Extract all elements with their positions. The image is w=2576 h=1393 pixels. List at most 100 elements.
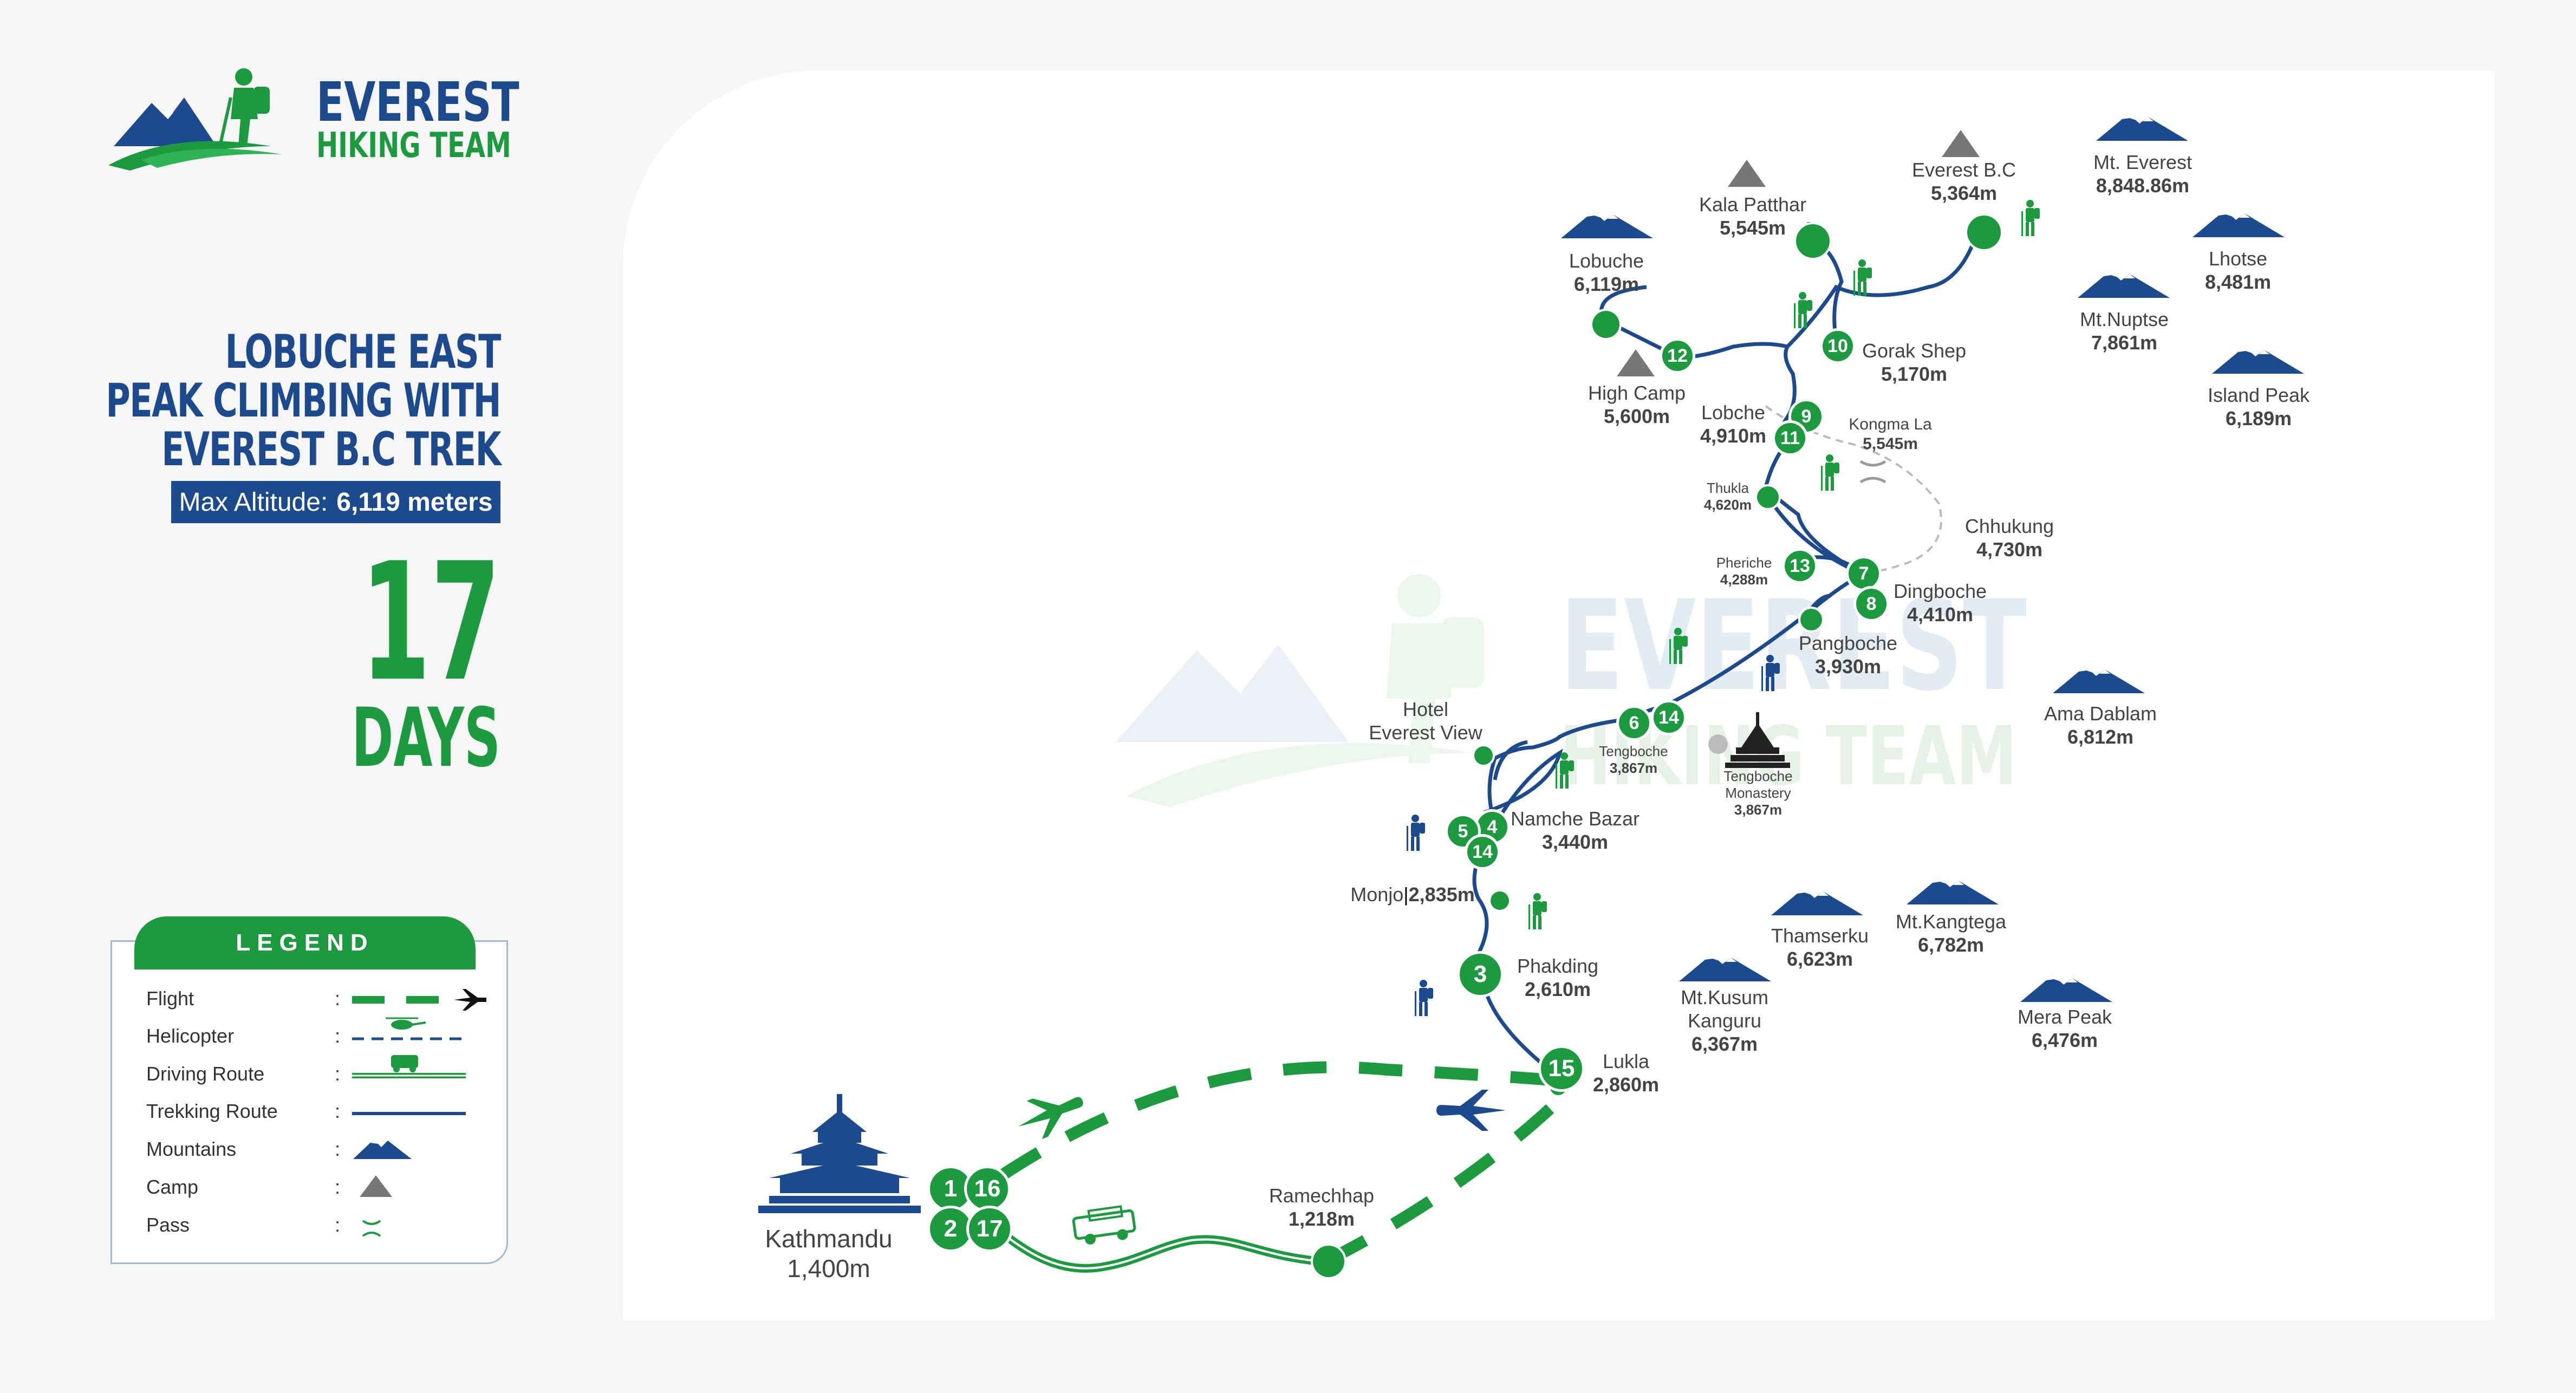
label-mt-everest: Mt. Everest 8,848.86m <box>2093 151 2193 197</box>
label-lobuche: Lobuche 6,119m <box>1569 250 1644 296</box>
label-tengboche: Tengboche 3,867m <box>1599 743 1668 777</box>
mountain-icon-amadablam <box>2053 666 2145 693</box>
legend-label-camp: Camp <box>146 1176 199 1198</box>
stop-dot-everestbc <box>1965 213 2003 251</box>
label-thamserku: Thamserku 6,623m <box>1771 925 1869 971</box>
stop-dot-kalapatthar <box>1794 222 1832 260</box>
jeep-icon <box>1072 1205 1136 1245</box>
label-mera-peak: Mera Peak 6,476m <box>2017 1006 2112 1052</box>
legend-label-trekking: Trekking Route <box>146 1100 278 1122</box>
legend-label-pass: Pass <box>146 1214 190 1236</box>
legend-camp-icon <box>360 1175 392 1197</box>
label-chhukung: Chhukung 4,730m <box>1964 515 2054 561</box>
brand-name-line1: EVEREST <box>316 70 519 134</box>
trip-title: LOBUCHE EAST PEAK CLIMBING WITH EVEREST … <box>0 0 502 487</box>
trip-title-line-3: EVEREST B.C TREK <box>161 422 501 477</box>
day-marker: 14 <box>1651 700 1687 735</box>
label-ramechhap: Ramechhap 1,218m <box>1269 1184 1375 1231</box>
label-island-peak: Island Peak 6,189m <box>2207 384 2310 430</box>
watermark-hiker-icon <box>1116 574 1484 807</box>
day-marker: 12 <box>1660 338 1695 374</box>
trip-title-line-1: LOBUCHE EAST <box>225 325 502 379</box>
camp-icon-highcamp <box>1617 349 1655 376</box>
trip-days-number: 17 <box>360 528 500 717</box>
mountain-icon-kusumkanguru <box>1679 954 1771 981</box>
label-lhotse: Lhotse 8,481m <box>2204 248 2272 294</box>
stop-dot-monjo <box>1488 889 1511 912</box>
legend-colon: : <box>335 1100 341 1122</box>
day-marker: 13 <box>1782 548 1818 584</box>
monastery-stupa-icon <box>1725 712 1790 768</box>
hiker-mountain-logo-icon <box>108 68 282 171</box>
legend-box <box>110 940 508 1264</box>
label-hotel-everest-view: Hotel Everest View <box>1369 698 1482 744</box>
legend-helicopter-symbol <box>352 1017 466 1040</box>
label-namche: Namche Bazar 3,440m <box>1510 808 1640 854</box>
stop-dot-ramechhap <box>1311 1244 1346 1279</box>
label-tengboche-monastery: Tengboche Monastery 3,867m <box>1723 768 1793 818</box>
label-ama-dablam: Ama Dablam 6,812m <box>2044 702 2157 748</box>
legend-colon: : <box>335 1138 341 1160</box>
watermark-line1: EVEREST <box>1560 574 2027 719</box>
legend-colon: : <box>335 1025 341 1047</box>
day-marker: 5 <box>1445 813 1481 849</box>
trekking-route-hotel-loop <box>1482 740 1563 846</box>
label-dingboche: Dingboche 4,410m <box>1893 580 1987 626</box>
kathmandu-temple-icon <box>758 1094 921 1213</box>
legend-colon: : <box>335 1176 341 1198</box>
legend-driving-symbol <box>352 1055 466 1078</box>
stop-dot-hotel <box>1472 744 1495 767</box>
day-marker: 11 <box>1772 420 1808 456</box>
max-altitude-badge: Max Altitude: 6,119 meters <box>171 481 500 523</box>
day-marker: 10 <box>1820 328 1856 364</box>
label-pheriche: Pheriche 4,288m <box>1716 555 1772 588</box>
legend-flight-symbol <box>352 989 486 1011</box>
stop-dot-pangboche <box>1798 607 1824 633</box>
label-kala-patthar: Kala Patthar 5,545m <box>1699 193 1807 239</box>
legend-mountain-icon <box>353 1140 412 1159</box>
legend-label-flight: Flight <box>146 987 194 1010</box>
day-marker: 8 <box>1853 586 1889 622</box>
day-marker: 7 <box>1846 556 1882 591</box>
label-lukla: Lukla 2,860m <box>1592 1050 1660 1096</box>
legend-label-helicopter: Helicopter <box>146 1025 235 1047</box>
day-marker: 17 <box>966 1206 1013 1252</box>
legend-colon: : <box>335 987 341 1010</box>
day-marker: 6 <box>1616 705 1652 741</box>
label-pangboche: Pangboche 3,930m <box>1798 632 1898 678</box>
label-kathmandu: Kathmandu 1,400m <box>765 1225 893 1283</box>
trekking-route-upper <box>1599 285 1868 614</box>
label-mt-kusum-kanguru: Mt.Kusum Kanguru 6,367m <box>1680 986 1769 1056</box>
day-marker: 14 <box>1465 834 1500 870</box>
mountain-icon-thamserku <box>1771 888 1863 915</box>
stop-dot-thukla <box>1755 484 1781 510</box>
legend-colon: : <box>335 1063 341 1085</box>
mountain-icon-merapeak <box>2020 975 2112 1002</box>
legend-label-mountains: Mountains <box>146 1138 237 1160</box>
trip-days-word: DAYS <box>352 691 500 785</box>
max-altitude-value: 6,119 meters <box>336 487 493 517</box>
driving-route <box>988 1220 1328 1273</box>
label-mt-kangtega: Mt.Kangtega 6,782m <box>1895 910 2007 956</box>
day-marker: 16 <box>964 1166 1011 1212</box>
map-panel <box>623 70 2495 1320</box>
flight-route-lukla <box>998 1061 1560 1181</box>
legend-colon: : <box>335 1214 341 1236</box>
plane-icon-outbound <box>1018 1097 1083 1140</box>
mountain-icon-lobuche <box>1561 211 1653 238</box>
mountain-icon-kangtega <box>1907 877 1999 904</box>
mountain-icon-everest <box>2096 114 2188 141</box>
mountain-icon-lhotse <box>2193 210 2285 237</box>
plane-icon-return <box>1436 1090 1506 1131</box>
trekking-route <box>1472 594 1831 1079</box>
legend-title: LEGEND <box>134 916 476 969</box>
legend-symbols <box>352 989 486 1237</box>
tengboche-monastery-dot <box>1708 734 1728 754</box>
label-gorak-shep: Gorak Shep 5,170m <box>1862 340 1967 386</box>
label-kongma-la: Kongma La 5,545m <box>1849 415 1932 453</box>
mountain-icon-nuptse <box>2078 271 2170 298</box>
max-altitude-label: Max Altitude: <box>179 487 328 517</box>
stop-dot-lobuche <box>1590 309 1622 340</box>
camp-icon-everestbc <box>1942 130 1980 157</box>
